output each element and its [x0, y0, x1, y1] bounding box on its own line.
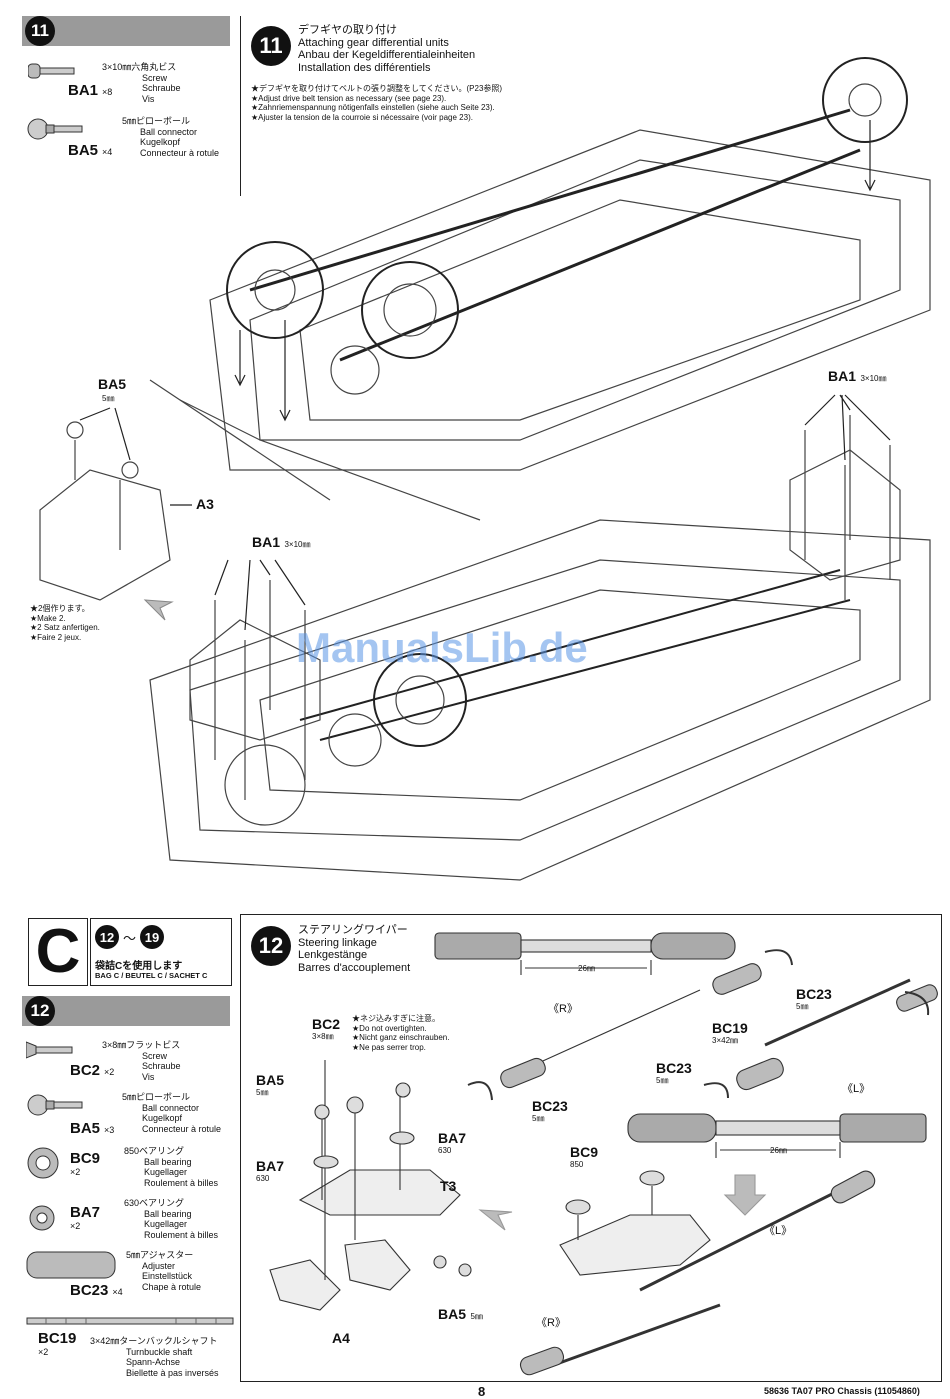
part-ba7-desc: 630ベアリング Ball bearing Kugellager Rouleme…	[124, 1198, 219, 1240]
callout-ba1-left: BA1 3×10㎜	[252, 534, 311, 550]
callout-ba5-bottom: BA5 5㎜	[438, 1306, 483, 1322]
part-bc2-screw-icon	[26, 1040, 74, 1060]
bag-range: 12 ～ 19	[95, 925, 165, 949]
part-ba7-bearing-icon	[28, 1204, 56, 1232]
callout-a3: A3	[196, 496, 214, 512]
part-ba5-ball-connector-icon	[26, 116, 86, 142]
part-bc19-label: BC19 ×2	[38, 1330, 77, 1357]
part-bc19-desc: 3×42㎜ターンバックルシャフト Turnbuckle shaft Spann-…	[90, 1336, 219, 1378]
callout-a4: A4	[332, 1330, 350, 1346]
callout-ba5-top: BA5 5㎜	[256, 1072, 285, 1097]
step12-notes: ★ネジ込みすぎに注意。 ★Do not overtighten. ★Nicht …	[352, 1014, 450, 1052]
page-number: 8	[478, 1384, 486, 1399]
step11-title-de: Anbau der Kegeldifferentialeinheiten	[298, 49, 476, 61]
step11-title-text: デフギヤの取り付け Attaching gear differential un…	[298, 24, 475, 74]
callout-ba7-right: BA7 630	[438, 1130, 467, 1155]
step12-title-badge: 12	[251, 926, 291, 966]
step12-title-jp: ステアリングワイパー	[298, 924, 408, 936]
step11-number: 11	[31, 21, 49, 40]
label-l-top: 《L》	[842, 1083, 871, 1095]
step11-title-en: Attaching gear differential units	[298, 36, 449, 49]
part-bc19-turnbuckle-icon	[26, 1314, 236, 1328]
step12-header-bar	[22, 996, 230, 1026]
part-bc9-bearing-icon	[26, 1146, 60, 1180]
dimension-26mm-top: 26㎜	[578, 964, 595, 973]
callout-t3: T3	[440, 1178, 457, 1194]
step12-frame	[240, 914, 942, 1382]
part-ba5-desc: 5㎜ピローボール Ball connector Kugelkopf Connec…	[122, 116, 220, 158]
step11-notes: ★デフギヤを取り付けてベルトの張り調整をしてください。(P23参照) ★Adju…	[251, 84, 503, 122]
model-footer: 58636 TA07 PRO Chassis (11054860)	[764, 1386, 920, 1396]
callout-ba1-right: BA1 3×10㎜	[828, 368, 887, 384]
bag-letter: C	[35, 917, 81, 986]
bag-c-info-box: 12 ～ 19 袋詰Cを使用します BAG C / BEUTEL C / SAC…	[90, 918, 232, 986]
step12-title-en: Steering linkage	[298, 936, 377, 949]
step12-title-fr: Barres d'accouplement	[298, 961, 411, 974]
callout-ba7-left: BA7 630	[256, 1158, 285, 1183]
part-ba5-desc: 5㎜ピローボール Ball connector Kugelkopf Connec…	[122, 1092, 222, 1134]
callout-bc23-top-right: BC23 5㎜	[796, 986, 832, 1011]
part-bc2-label: BC2×2	[70, 1062, 115, 1079]
part-bc23-label: BC23×4	[70, 1282, 123, 1299]
part-bc9-label: BC9 ×2	[70, 1150, 101, 1177]
label-r-bottom: 《R》	[536, 1317, 566, 1329]
step11-title-badge: 11	[251, 26, 291, 66]
callout-bc9: BC9 850	[570, 1144, 599, 1169]
step11-parts-divider	[240, 16, 241, 196]
bag-multi: BAG C / BEUTEL C / SACHET C	[95, 971, 208, 980]
callout-bc23-middle: BC23 5㎜	[656, 1060, 692, 1085]
step12-title-de: Lenkgestänge	[298, 949, 368, 961]
bag-c-letter-box: C	[28, 918, 88, 986]
part-ba5-ball-connector-icon	[26, 1092, 86, 1118]
part-ba5-label: BA5×4	[68, 142, 113, 159]
part-code: BA1	[68, 82, 99, 99]
part-ba7-label: BA7 ×2	[70, 1204, 101, 1231]
part-ba1-desc: 3×10㎜六角丸ビス Screw Schraube Vis	[102, 62, 181, 104]
callout-bc19: BC19 3×42㎜	[712, 1020, 748, 1045]
watermark: ManualsLib.de	[296, 624, 588, 671]
part-bc23-desc: 5㎜アジャスター Adjuster Einstellstück Chape à …	[126, 1250, 202, 1292]
callout-ba5: BA5 5㎜	[98, 376, 127, 403]
bag-range-start-badge: 12	[95, 925, 119, 949]
label-r-top: 《R》	[548, 1003, 578, 1015]
callout-bc2: BC2 3×8㎜	[312, 1016, 341, 1041]
part-ba1-label: BA1×8	[68, 82, 113, 99]
step12-title-text: ステアリングワイパー Steering linkage Lenkgestänge…	[298, 924, 410, 974]
step12-number-badge: 12	[25, 996, 55, 1026]
part-bc23-adjuster-icon	[26, 1250, 118, 1280]
step11-number-badge: 11	[25, 16, 55, 46]
make-two-note: ★2個作ります。 ★Make 2. ★2 Satz anfertigen. ★F…	[30, 604, 100, 642]
bag-jp: 袋詰Cを使用します	[95, 961, 183, 972]
bag-range-end-badge: 19	[140, 925, 165, 949]
part-ba5-label: BA5×3	[70, 1120, 115, 1137]
step11-title-fr: Installation des différentiels	[298, 61, 431, 74]
part-bc9-desc: 850ベアリング Ball bearing Kugellager Rouleme…	[124, 1146, 219, 1188]
callout-bc23-left: BC23 5㎜	[532, 1098, 568, 1123]
dimension-26mm-bottom: 26㎜	[770, 1146, 787, 1155]
part-ba1-screw-icon	[28, 62, 76, 80]
label-l-bottom: 《L》	[764, 1225, 793, 1237]
part-bc2-desc: 3×8㎜フラットビス Screw Schraube Vis	[102, 1040, 181, 1082]
step11-title-jp: デフギヤの取り付け	[298, 24, 397, 36]
step11-header-bar	[22, 16, 230, 46]
